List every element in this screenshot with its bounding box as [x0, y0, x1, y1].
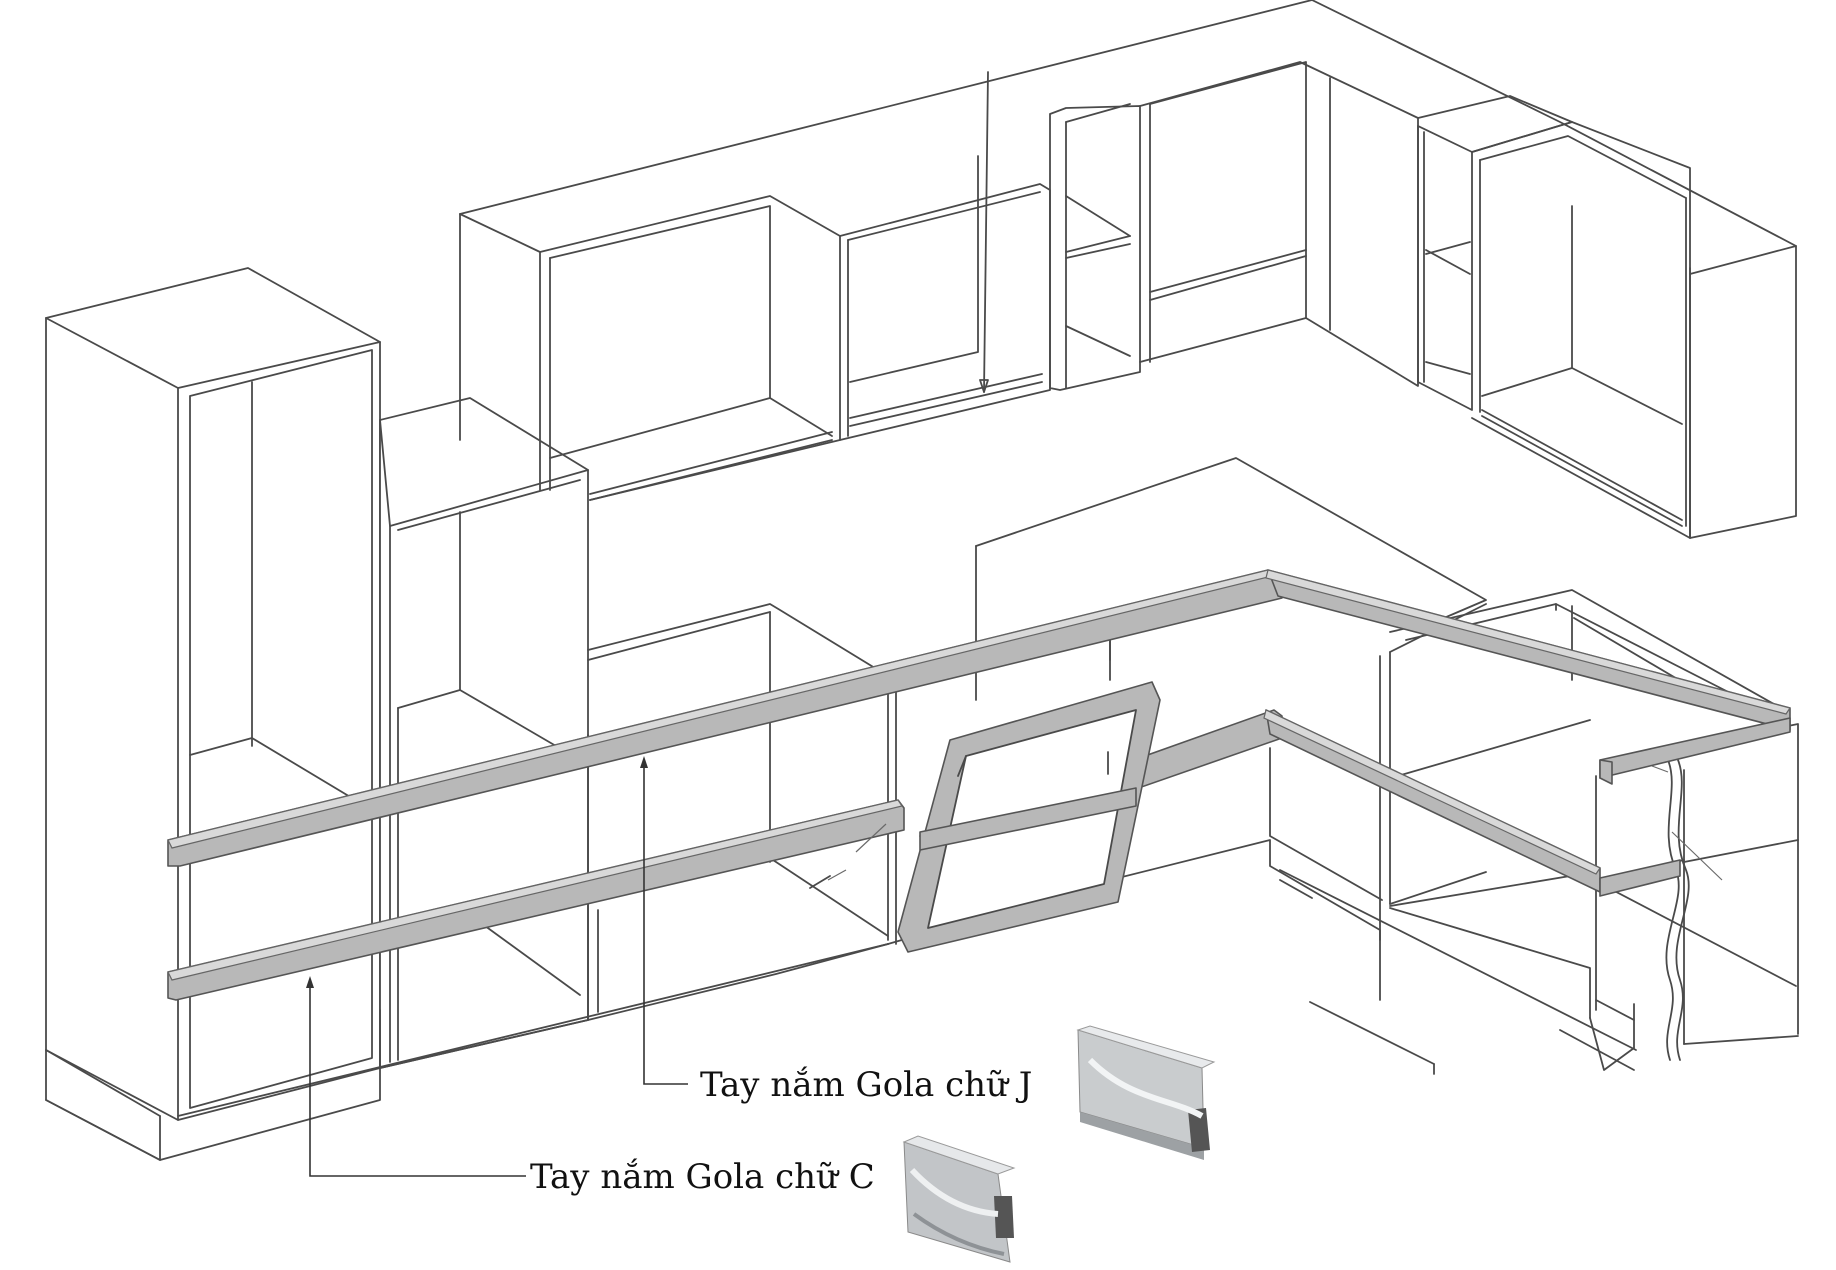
upper-wall-cabinets — [459, 0, 1797, 539]
gola-j-rail — [167, 569, 1791, 867]
mid-cabinet — [379, 397, 589, 1069]
gola-j-label: Tay nắm Gola chữ J — [700, 1065, 1032, 1105]
leader-lines — [306, 756, 688, 1177]
gola-c-label: Tay nắm Gola chữ C — [530, 1157, 875, 1197]
gola-j-profile-image — [1076, 1025, 1216, 1160]
tall-cabinet — [45, 267, 381, 1161]
leader-gola-c — [309, 982, 526, 1177]
door-frame — [827, 681, 1161, 953]
gola-c-profile-image — [902, 1135, 1016, 1263]
leader-gola-j — [643, 762, 688, 1085]
